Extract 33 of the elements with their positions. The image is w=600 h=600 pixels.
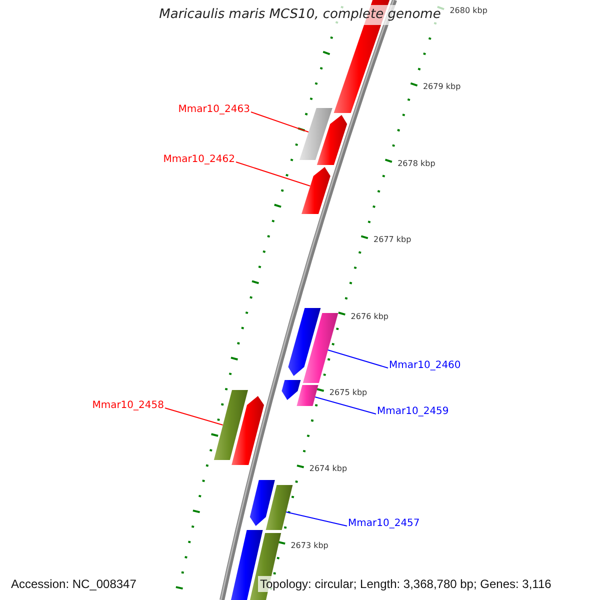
gene-label: Mmar10_2457: [348, 518, 420, 530]
gene-block: [300, 108, 332, 160]
leader-line: [236, 162, 311, 186]
gene-block: [302, 313, 338, 383]
scale-label: 2674 kbp: [309, 464, 348, 474]
gene-feature: [316, 115, 348, 165]
scale-label: 2675 kbp: [329, 388, 368, 398]
scale-label: 2677 kbp: [374, 235, 412, 246]
leader-line: [164, 408, 224, 426]
scale-label: 2676 kbp: [350, 312, 388, 322]
accession-text: Accession: NC_008347: [10, 576, 138, 592]
gene-label: Mmar10_2459: [377, 406, 449, 418]
gene-feature: [288, 308, 321, 376]
scale-label: 2678 kbp: [398, 158, 436, 169]
leader-line: [327, 350, 388, 368]
gene-block: [266, 485, 293, 530]
scale-label: 2679 kbp: [422, 82, 461, 92]
leader-line: [286, 512, 348, 526]
leader-line: [250, 112, 309, 132]
leader-line: [314, 396, 376, 414]
gene-label: Mmar10_2458: [92, 400, 164, 412]
scale-label: 2673 kbp: [290, 540, 328, 551]
gene-label: Mmar10_2463: [178, 104, 250, 116]
gene-feature: [302, 167, 330, 214]
genome-stats-text: Topology: circular; Length: 3,368,780 bp; Genes: 3,116: [258, 576, 554, 592]
scale-label: 2680 kbp: [450, 6, 488, 16]
gene-label: Mmar10_2462: [163, 154, 235, 166]
gene-block: [296, 385, 318, 406]
gene-feature: [250, 480, 275, 526]
gene-label: Mmar10_2460: [389, 360, 461, 372]
gene-feature: [232, 396, 264, 465]
gene-feature: [282, 380, 301, 400]
gene-block: [214, 390, 248, 460]
